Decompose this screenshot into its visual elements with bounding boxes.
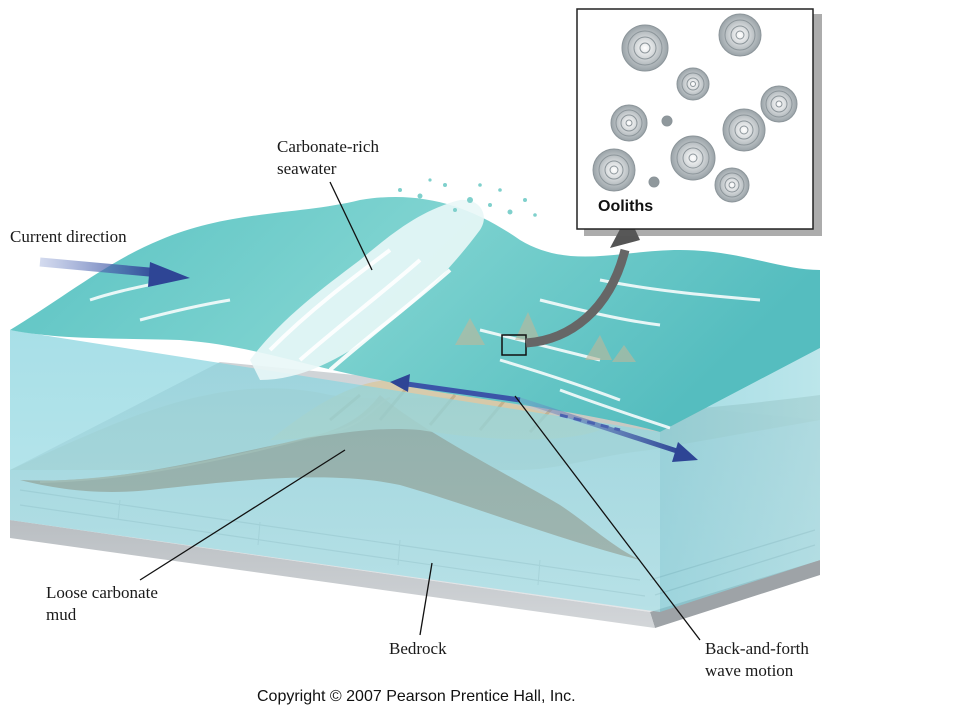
carbonate-mud-label-line2: mud [46,605,77,624]
spray [398,178,537,217]
seawater-label-line1: Carbonate-rich [277,137,379,156]
water-surface [10,196,820,432]
water-side-face [660,348,820,612]
leader-lines [139,181,701,641]
wave-motion-label-line1: Back-and-forth [705,639,809,658]
carbonate-mud-label: Loose carbonate mud [46,582,158,626]
bedrock-label: Bedrock [389,639,447,658]
oolith-inset [576,8,822,236]
sample-box [501,334,527,356]
zoom-arrow [525,248,630,348]
water-front-face [10,330,660,612]
breaking-wave [250,199,484,380]
seawater-label: Carbonate-rich seawater [277,136,379,180]
ooliths-title: Ooliths [598,198,654,215]
current-direction-label: Current direction [10,227,127,246]
current-direction-arrow [39,257,161,278]
oolith-grains [592,13,798,203]
underwater-ridges [455,312,636,362]
wave-motion-label-line2: wave motion [705,661,794,680]
carbonate-mud-label-line1: Loose carbonate [46,583,158,602]
wave-motion-arrows [390,374,698,462]
seawater-label-line2: seawater [277,159,337,178]
surface-foam [89,276,761,430]
copyright-notice: Copyright © 2007 Pearson Prentice Hall, … [257,688,576,705]
wave-motion-label: Back-and-forth wave motion [705,638,809,682]
